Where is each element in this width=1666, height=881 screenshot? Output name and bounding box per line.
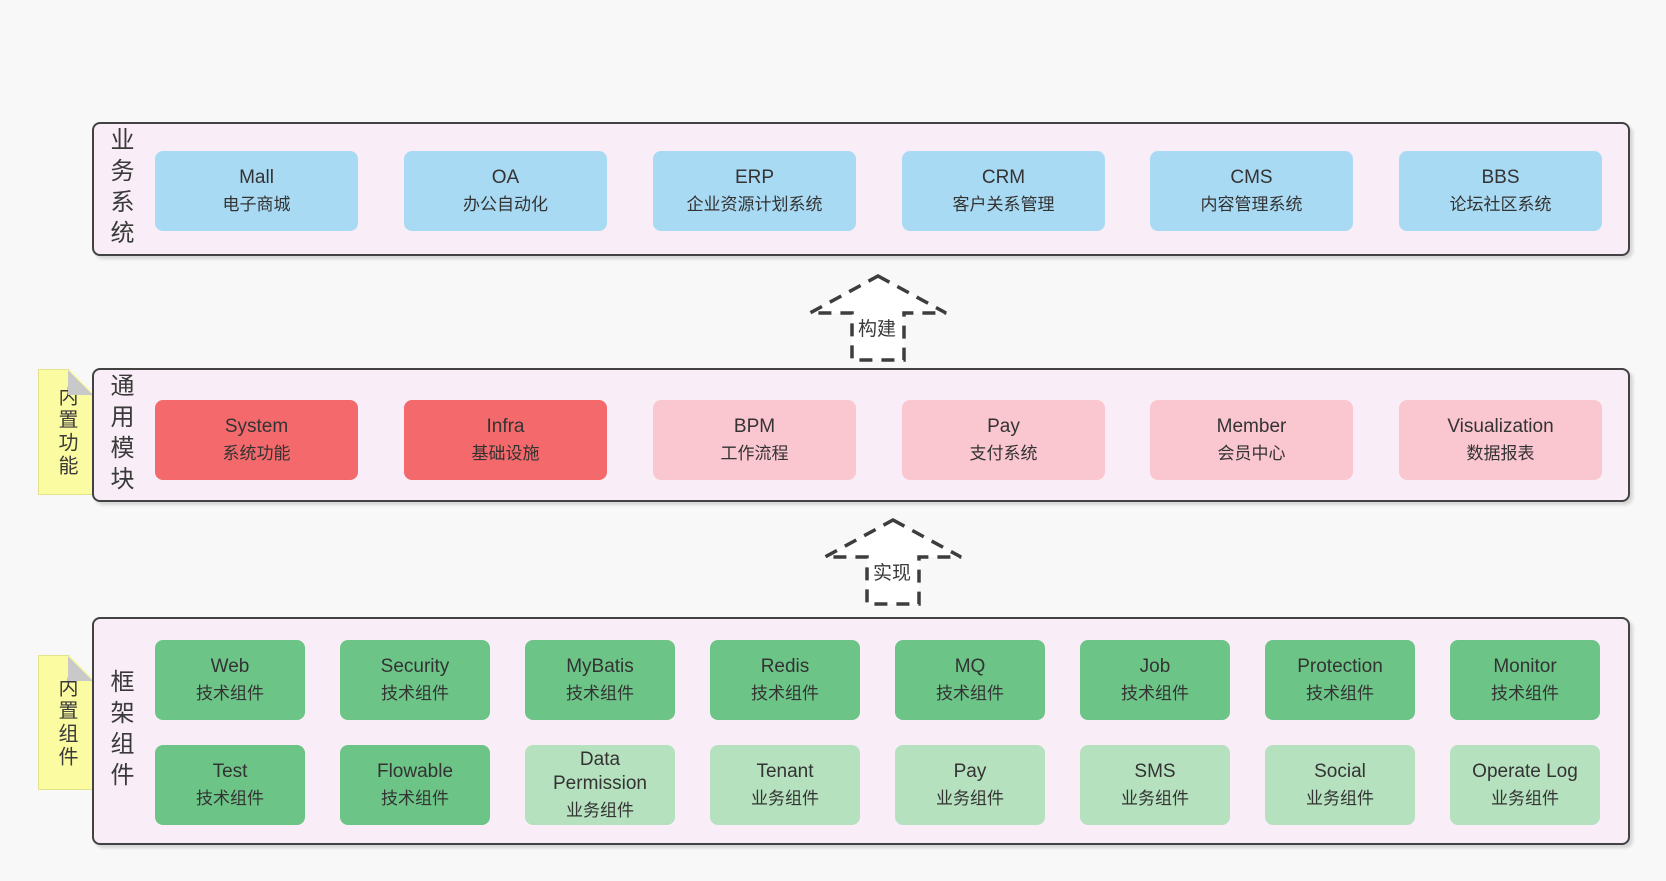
box-mybatis: MyBatis 技术组件 [525,640,675,720]
box-title: Flowable [376,761,454,783]
box-subtitle: 数据报表 [1466,443,1535,463]
box-subtitle: 基础设施 [471,443,540,463]
box-title: Web [210,656,250,678]
box-title: SMS [1134,761,1176,783]
layer-common-modules: 通用模块 System 系统功能 Infra 基础设施 BPM 工作流程 Pay… [92,368,1630,502]
box-subtitle: 技术组件 [381,683,449,703]
box-title: Test [212,761,248,783]
box-title: MyBatis [566,656,634,678]
box-title: Tenant [756,761,814,783]
box-title: Social [1314,761,1366,783]
box-subtitle: 技术组件 [196,788,264,808]
box-job: Job 技术组件 [1080,640,1230,720]
box-title: Security [380,656,450,678]
arrow-build-label: 构建 [854,313,901,342]
layer-framework-components: 框架组件 Web 技术组件 Security 技术组件 MyBatis 技术组件… [92,617,1630,845]
sticky-note-builtin-components-label: 内置组件 [55,676,77,769]
box-title: Member [1216,416,1287,438]
box-crm: CRM 客户关系管理 [902,151,1105,231]
box-title: BPM [733,416,776,438]
arrow-implement-label: 实现 [869,557,916,586]
box-subtitle: 客户关系管理 [952,194,1055,214]
box-subtitle: 会员中心 [1217,443,1286,463]
box-subtitle: 技术组件 [1306,683,1374,703]
box-subtitle: 技术组件 [196,683,264,703]
box-subtitle: 业务组件 [1121,788,1189,808]
box-erp: ERP 企业资源计划系统 [653,151,856,231]
box-subtitle: 系统功能 [222,443,291,463]
box-subtitle: 技术组件 [936,683,1004,703]
box-title: Mall [239,167,274,189]
box-subtitle: 技术组件 [1121,683,1189,703]
box-title: Visualization [1447,416,1554,438]
box-oa: OA 办公自动化 [404,151,607,231]
box-member: Member 会员中心 [1150,400,1353,480]
box-subtitle: 电子商城 [222,194,291,214]
box-subtitle: 工作流程 [720,443,789,463]
box-title: Pay [953,761,987,783]
box-subtitle: 业务组件 [751,788,819,808]
box-flowable: Flowable 技术组件 [340,745,490,825]
box-system: System 系统功能 [155,400,358,480]
box-operate-log: Operate Log 业务组件 [1450,745,1600,825]
layer-label-business-systems: 业务系统 [106,127,133,251]
box-subtitle: 业务组件 [936,788,1004,808]
box-subtitle: 技术组件 [381,788,449,808]
box-title: Pay [987,416,1020,438]
box-title: Infra [486,416,525,438]
box-title: CRM [981,167,1026,189]
box-subtitle: 内容管理系统 [1200,194,1303,214]
box-protection: Protection 技术组件 [1265,640,1415,720]
box-bpm: BPM 工作流程 [653,400,856,480]
box-subtitle: 业务组件 [566,801,634,821]
layer-label-common-modules: 通用模块 [106,373,133,497]
box-title: System [224,416,289,438]
box-mall: Mall 电子商城 [155,151,358,231]
box-bbs: BBS 论坛社区系统 [1399,151,1602,231]
box-web: Web 技术组件 [155,640,305,720]
box-redis: Redis 技术组件 [710,640,860,720]
box-mq: MQ 技术组件 [895,640,1045,720]
box-pay-module: Pay 支付系统 [902,400,1105,480]
box-title: BBS [1481,167,1520,189]
box-title: Redis [760,656,810,678]
box-subtitle: 企业资源计划系统 [686,194,823,214]
box-subtitle: 技术组件 [751,683,819,703]
sticky-note-builtin-features-label: 内置功能 [55,386,77,478]
box-cms: CMS 内容管理系统 [1150,151,1353,231]
box-title: Monitor [1493,656,1557,678]
box-title: Protection [1297,656,1383,678]
box-title: ERP [734,167,775,189]
box-title: CMS [1230,167,1273,189]
box-monitor: Monitor 技术组件 [1450,640,1600,720]
layer-label-framework-components: 框架组件 [106,669,133,793]
box-title: OA [491,167,520,189]
box-title: Operate Log [1472,761,1578,783]
box-subtitle: 技术组件 [1491,683,1559,703]
box-subtitle: 办公自动化 [463,194,548,214]
box-title: Job [1139,656,1171,678]
box-pay-component: Pay 业务组件 [895,745,1045,825]
layer-business-systems: 业务系统 Mall 电子商城 OA 办公自动化 ERP 企业资源计划系统 CRM… [92,122,1630,256]
box-subtitle: 论坛社区系统 [1449,194,1552,214]
box-subtitle: 业务组件 [1306,788,1374,808]
box-tenant: Tenant 业务组件 [710,745,860,825]
box-title: MQ [954,656,986,678]
box-subtitle: 业务组件 [1491,788,1559,808]
box-test: Test 技术组件 [155,745,305,825]
box-title: Data Permission [553,748,647,795]
box-visualization: Visualization 数据报表 [1399,400,1602,480]
box-subtitle: 支付系统 [969,443,1038,463]
box-infra: Infra 基础设施 [404,400,607,480]
sticky-note-builtin-components: 内置组件 [38,655,94,790]
box-social: Social 业务组件 [1265,745,1415,825]
sticky-note-builtin-features: 内置功能 [38,369,94,495]
box-data-permission: Data Permission 业务组件 [525,745,675,825]
box-security: Security 技术组件 [340,640,490,720]
box-subtitle: 技术组件 [566,683,634,703]
box-sms: SMS 业务组件 [1080,745,1230,825]
